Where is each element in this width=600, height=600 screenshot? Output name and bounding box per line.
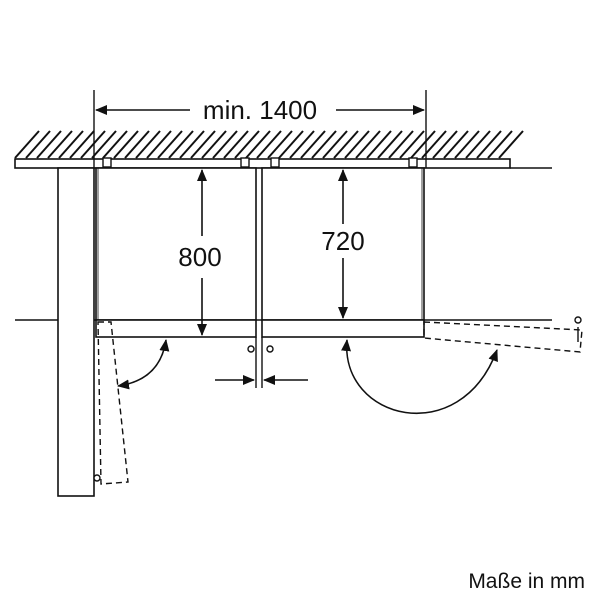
hatch-line (333, 130, 359, 159)
left-door-open (97, 321, 129, 485)
hatch-line (465, 130, 491, 159)
hatch-line (377, 130, 403, 159)
hinge-left-open (93, 474, 101, 482)
spacer-1 (102, 157, 112, 168)
hatch-line (245, 130, 271, 159)
hinge-right (266, 345, 274, 353)
hatch-line (267, 130, 293, 159)
hatch-line (25, 130, 51, 159)
hatch-line (212, 130, 238, 159)
left-swing-arc (117, 339, 170, 390)
right-door-open (423, 321, 583, 353)
hatch-line (201, 130, 227, 159)
hatch-line (91, 130, 117, 159)
hatch-line (179, 130, 205, 159)
hatch-line (80, 130, 106, 159)
hatch-line (146, 130, 172, 159)
wall-band (14, 158, 511, 169)
side-panel (57, 167, 95, 497)
hatch-line (355, 130, 381, 159)
spacer-2 (240, 157, 250, 168)
hatch-line (498, 130, 524, 159)
hatch-line (410, 130, 436, 159)
hatch-line (36, 130, 62, 159)
hatch-line (289, 130, 315, 159)
hatch-line (388, 130, 414, 159)
hatch-line (190, 130, 216, 159)
units-note: Maße in mm (468, 570, 585, 593)
right-depth-label: 720 (321, 226, 364, 256)
hatch-line (157, 130, 183, 159)
hatch-line (344, 130, 370, 159)
hatch-line (58, 130, 84, 159)
hatch-line (432, 130, 458, 159)
left-appliance-body (95, 167, 257, 321)
hatch-line (223, 130, 249, 159)
hatch-line (366, 130, 392, 159)
hatch-line (234, 130, 260, 159)
right-door-closed (261, 319, 425, 338)
width-dimension-label: min. 1400 (203, 95, 317, 125)
hatch-line (322, 130, 348, 159)
right-swing-arc (341, 339, 498, 415)
spacer-3 (270, 157, 280, 168)
hatch-line (69, 130, 95, 159)
hatch-line (47, 130, 73, 159)
hatch-line (300, 130, 326, 159)
hatch-line (135, 130, 161, 159)
hatch-line (487, 130, 513, 159)
spacer-4 (408, 157, 418, 168)
hatch-line (311, 130, 337, 159)
hatch-line (399, 130, 425, 159)
wall-hatching (14, 130, 524, 159)
hatch-line (278, 130, 304, 159)
hatch-line (454, 130, 480, 159)
hatch-line (113, 130, 139, 159)
hinge-right-open (574, 316, 582, 324)
hatch-line (256, 130, 282, 159)
left-door-closed (95, 319, 257, 338)
hinge-left (247, 345, 255, 353)
hatch-line (168, 130, 194, 159)
hatch-line (124, 130, 150, 159)
hatch-line (102, 130, 128, 159)
hatch-line (443, 130, 469, 159)
hatch-line (476, 130, 502, 159)
left-depth-label: 800 (178, 242, 221, 272)
hatch-line (14, 130, 40, 159)
